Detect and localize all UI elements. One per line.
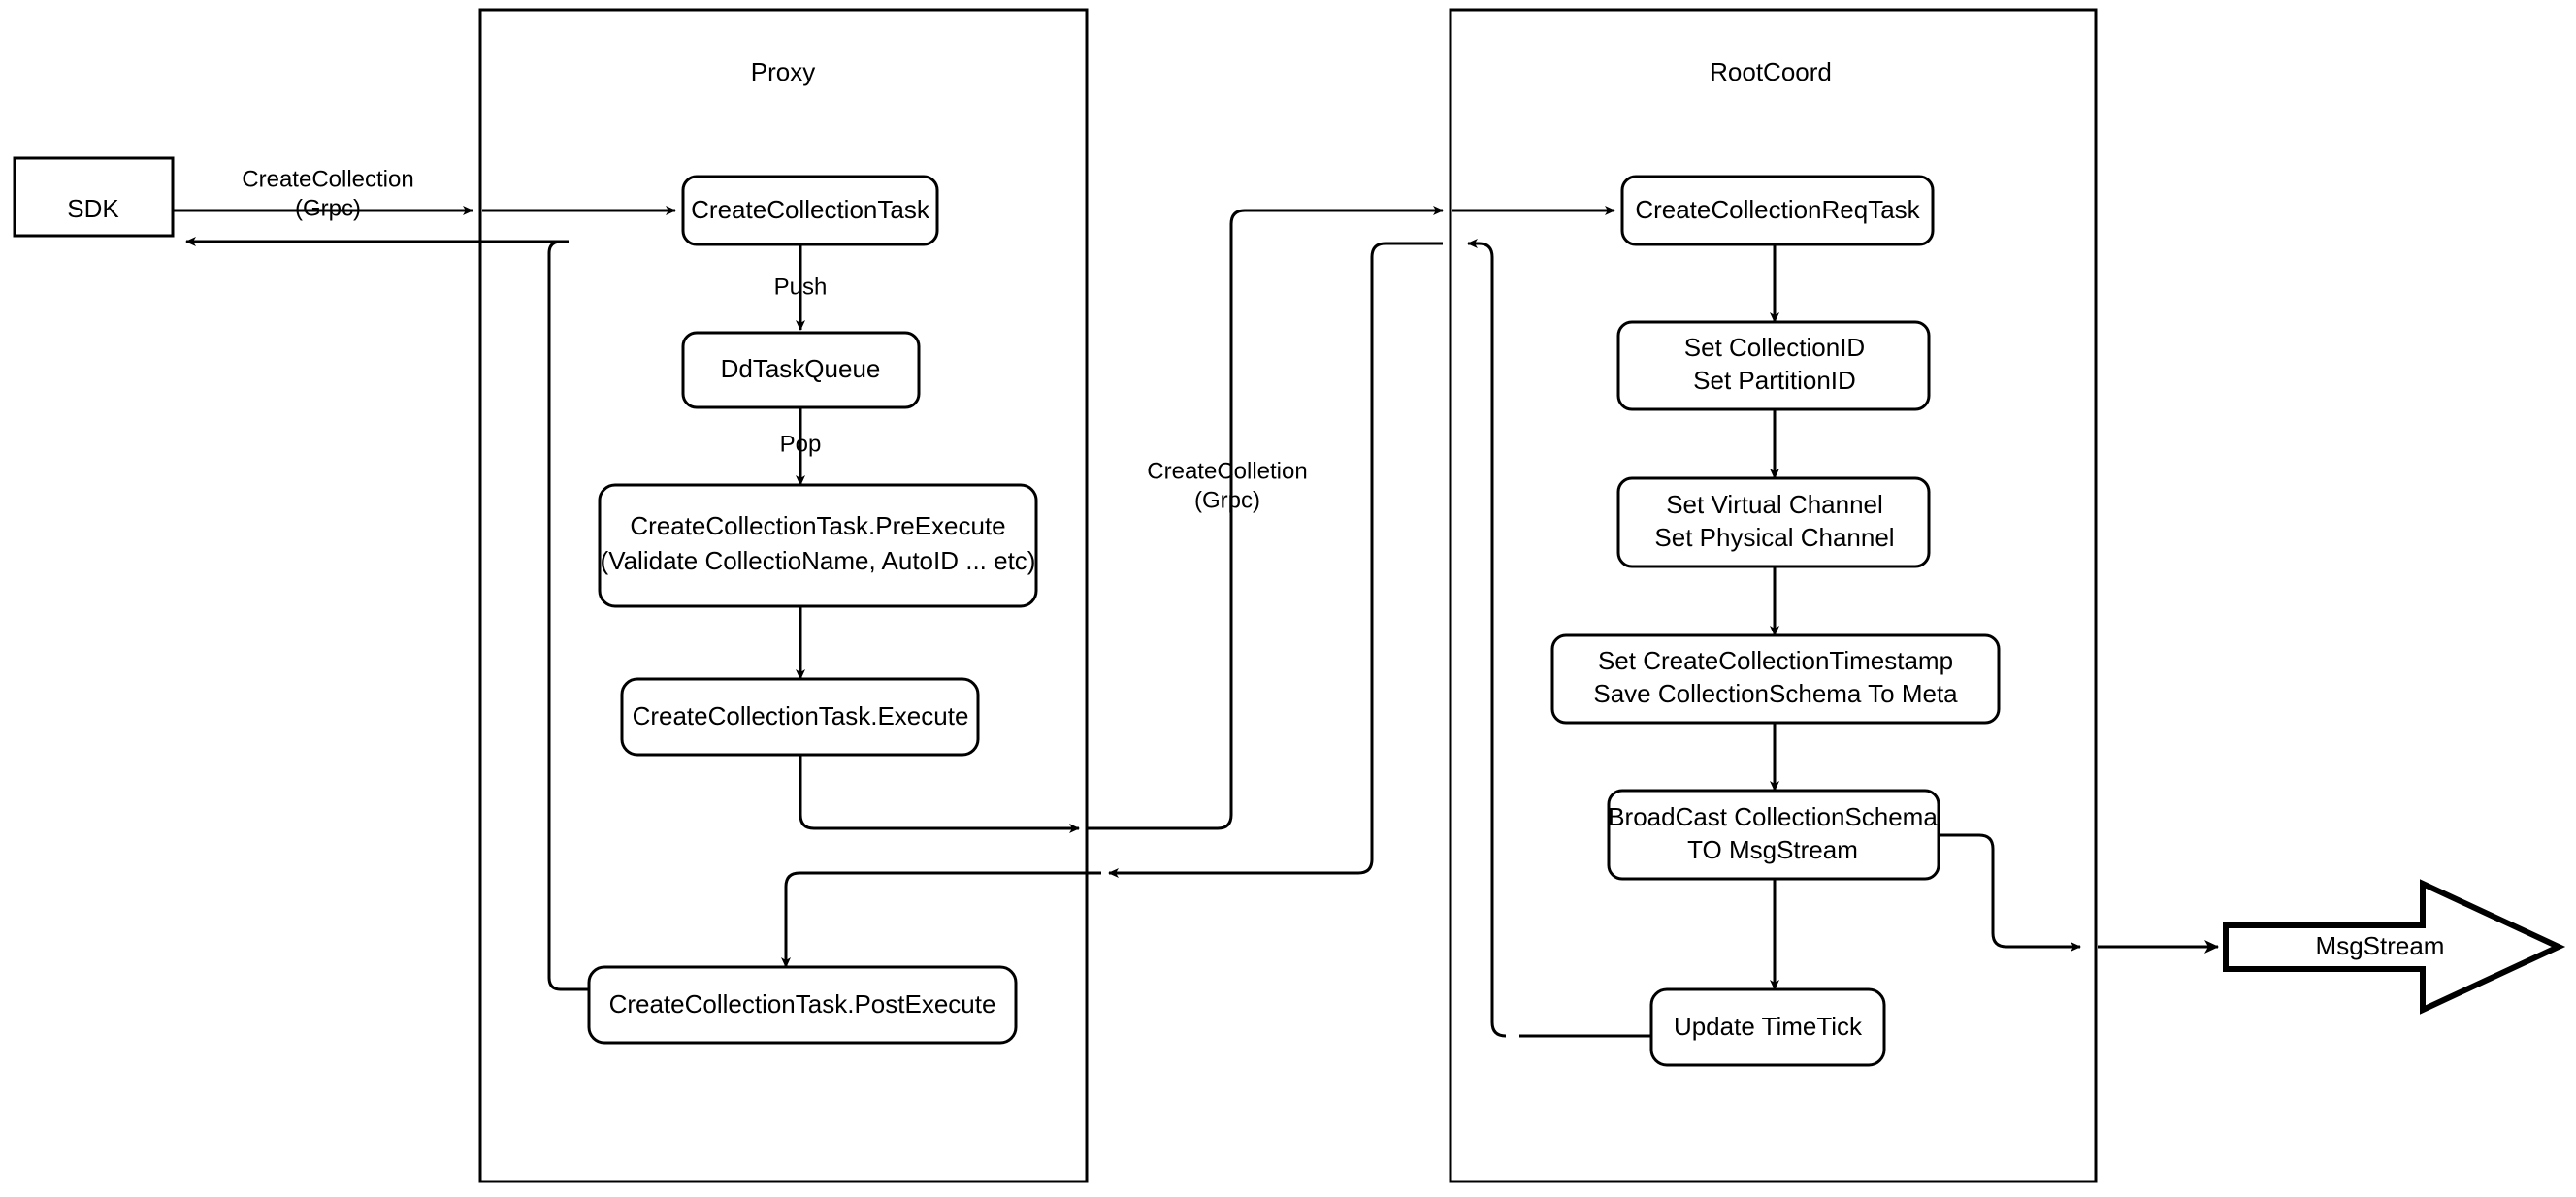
node-pre-execute-line2: (Validate CollectioName, AutoID ... etc) (601, 546, 1036, 575)
node-set-ids-line1: Set CollectionID (1684, 333, 1865, 362)
node-create-collection-task-label: CreateCollectionTask (691, 195, 930, 224)
node-set-channels[interactable] (1616, 476, 1931, 568)
node-sdk-label: SDK (67, 194, 119, 223)
node-set-ids[interactable] (1616, 320, 1931, 411)
node-dd-task-queue[interactable] (681, 331, 921, 409)
node-set-timestamp-save-meta[interactable] (1550, 633, 2001, 725)
node-update-timetick-label: Update TimeTick (1674, 1012, 1863, 1041)
edge-return-to-postexecute (781, 871, 1101, 968)
node-post-execute[interactable] (587, 965, 1018, 1045)
node-execute-label: CreateCollectionTask.Execute (633, 701, 969, 730)
edge-rootcoord-return-a (1467, 239, 1507, 1038)
edge-label-push: Push (774, 274, 828, 300)
edge-rootcoord-return-b (1108, 242, 1443, 878)
node-set-timestamp-save-meta-line1: Set CreateCollectionTimestamp (1598, 646, 1953, 675)
node-set-ids-line2: Set PartitionID (1693, 366, 1856, 395)
edge-label-proxy-to-rootcoord-line1: CreateColletion (1147, 458, 1307, 484)
swimlane-proxy-label: Proxy (751, 57, 815, 86)
node-set-channels-line2: Set Physical Channel (1654, 523, 1894, 552)
node-sdk[interactable] (13, 156, 175, 238)
node-pre-execute[interactable] (598, 483, 1038, 608)
node-dd-task-queue-label: DdTaskQueue (721, 354, 881, 383)
node-create-collection-req-task[interactable] (1620, 175, 1935, 246)
node-set-channels-line1: Set Virtual Channel (1666, 490, 1883, 519)
node-create-collection-task[interactable] (681, 175, 939, 246)
node-create-collection-req-task-label: CreateCollectionReqTask (1635, 195, 1920, 224)
edge-broadcast-to-msgstream-a (1936, 833, 2081, 952)
node-broadcast-line1: BroadCast CollectionSchema (1608, 802, 1938, 831)
edge-execute-to-rootcoord-a (799, 755, 1080, 833)
node-broadcast-line2: TO MsgStream (1687, 835, 1858, 864)
node-broadcast[interactable] (1607, 789, 1940, 881)
node-execute[interactable] (620, 677, 980, 757)
node-post-execute-label: CreateCollectionTask.PostExecute (609, 989, 996, 1019)
node-update-timetick[interactable] (1649, 987, 1886, 1067)
swimlane-rootcoord-label: RootCoord (1710, 57, 1832, 86)
edge-label-sdk-to-proxy-line1: CreateCollection (242, 166, 413, 192)
node-msgstream-label: MsgStream (2316, 931, 2445, 960)
node-set-timestamp-save-meta-line2: Save CollectionSchema To Meta (1593, 679, 1958, 708)
edge-label-sdk-to-proxy-line2: (Grpc) (295, 195, 361, 221)
node-msgstream[interactable] (2223, 879, 2566, 1015)
edge-postexecute-to-return (547, 240, 589, 991)
edge-execute-to-rootcoord-b (1087, 206, 1444, 830)
edge-label-proxy-to-rootcoord-line2: (Grpc) (1194, 487, 1260, 513)
node-pre-execute-line1: CreateCollectionTask.PreExecute (630, 511, 1005, 540)
edge-label-pop: Pop (780, 431, 822, 457)
